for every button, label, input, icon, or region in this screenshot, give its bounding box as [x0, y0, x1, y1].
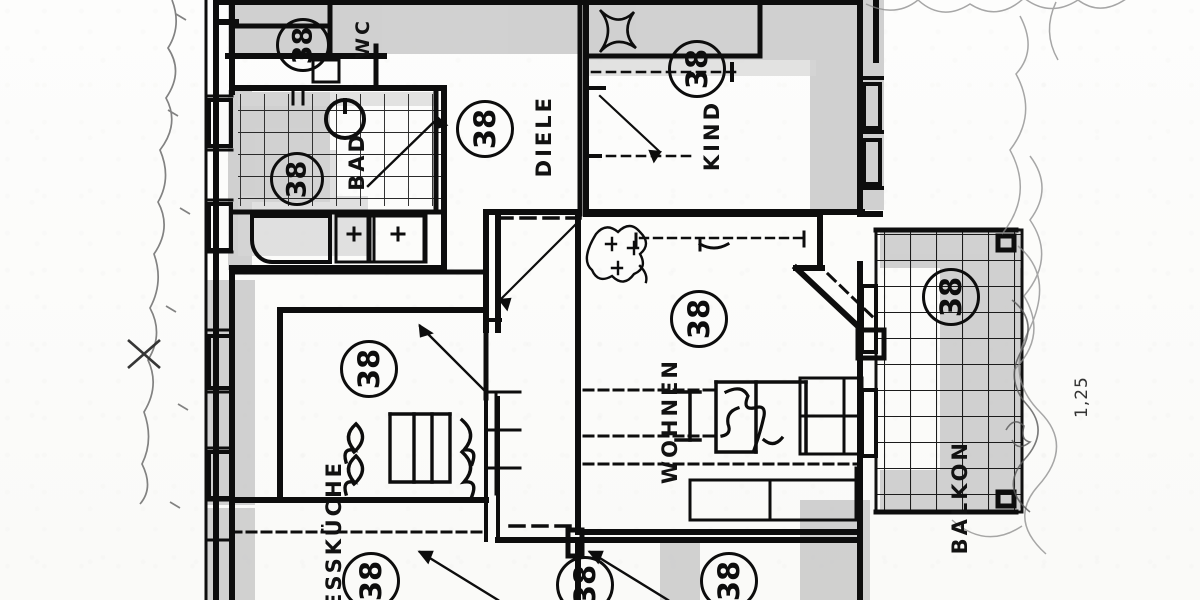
dimension-balcony-depth: 1,25: [1072, 376, 1092, 418]
unit-stamp-flur[interactable]: 38: [556, 556, 614, 600]
room-label-balkon: BALKON: [948, 440, 972, 555]
unit-stamp-value: 38: [287, 26, 319, 64]
room-label-bad: BAD: [345, 132, 369, 191]
unit-stamp-balkon[interactable]: 38: [922, 268, 980, 326]
unit-stamp-value: 38: [679, 48, 714, 90]
balkon-plant-sketch: [1005, 299, 1039, 513]
unit-stamp-value: 38: [933, 276, 968, 318]
unit-stamp-kind2[interactable]: 38: [700, 552, 758, 600]
room-label-kind: KIND: [700, 100, 724, 172]
cross-mark-icon: [127, 339, 161, 369]
unit-stamp-value: 38: [711, 560, 746, 600]
unit-stamp-esskueche[interactable]: 38: [340, 340, 398, 398]
unit-stamp-bottom-left[interactable]: 38: [342, 552, 400, 600]
unit-stamp-wohnen[interactable]: 38: [670, 290, 728, 348]
unit-stamp-kind[interactable]: 38: [668, 40, 726, 98]
unit-stamp-value: 38: [353, 560, 388, 600]
room-label-diele: DIELE: [532, 95, 556, 178]
unit-stamp-wc[interactable]: 38: [276, 18, 330, 72]
unit-stamp-value: 38: [681, 298, 716, 340]
unit-stamp-value: 38: [467, 108, 502, 150]
room-label-wohnen: WOHNEN: [658, 358, 682, 485]
vegetation-sketch-left: [139, 0, 191, 509]
unit-stamp-bad[interactable]: 38: [270, 152, 324, 206]
unit-stamp-value: 38: [351, 348, 386, 390]
unit-stamp-value: 38: [281, 160, 313, 198]
unit-stamp-value: 38: [567, 564, 602, 600]
vegetation-sketch-right: [865, 0, 1126, 555]
room-label-wc: WC: [352, 18, 374, 59]
unit-stamp-diele[interactable]: 38: [456, 100, 514, 158]
